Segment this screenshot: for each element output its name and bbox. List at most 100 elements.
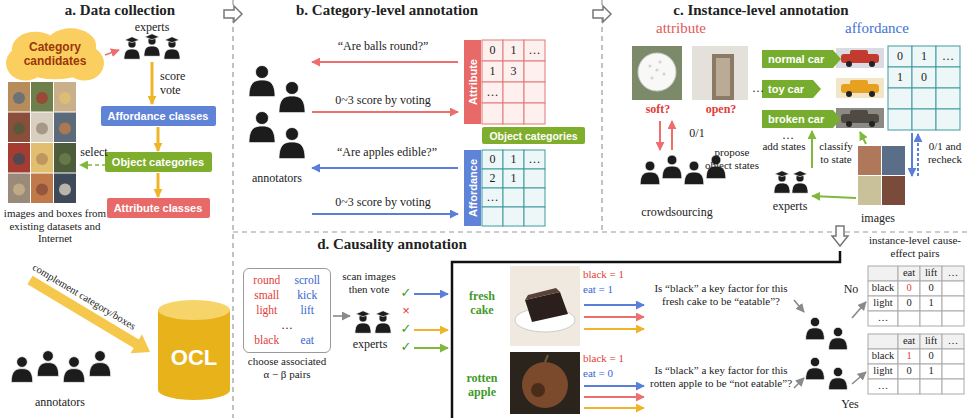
person-icon: [279, 81, 305, 112]
source-label: images and boxes from existing datasets …: [0, 207, 110, 245]
object-label: rotten apple: [456, 372, 508, 400]
arrow-line: [151, 62, 154, 104]
arrow-line: [794, 300, 804, 312]
grid-cell: [888, 88, 912, 109]
value-label: eat = 0: [583, 367, 647, 380]
grid-cell: [942, 349, 964, 364]
grid-cell: [524, 103, 545, 124]
grid-cell: [920, 349, 942, 364]
table-cell: …: [942, 267, 964, 279]
panel-divider: [232, 0, 233, 418]
arrow-line: [584, 407, 644, 409]
graduation-cap: [356, 311, 370, 317]
cylinder-top: [158, 300, 230, 320]
person-body: [37, 363, 59, 377]
node-text: Affordance classes: [108, 110, 209, 122]
question-text: soft?: [630, 103, 686, 117]
person-icon: [829, 367, 848, 390]
panel-title: d. Causality annotation: [272, 236, 512, 253]
table-cell: black: [868, 282, 898, 294]
grid-cell: [868, 311, 898, 326]
arrow-line: [312, 167, 458, 169]
person-head: [69, 357, 80, 368]
grid-cell: [898, 281, 920, 296]
person-body: [355, 323, 371, 333]
person-head: [833, 367, 842, 376]
image-detail: [36, 184, 48, 196]
question-text: “Are apples edible?”: [316, 146, 458, 160]
image-tile: [882, 176, 905, 205]
grid-cell: [936, 67, 960, 88]
question-text: Is “black” a key factor for this fresh c…: [650, 282, 792, 307]
class-box: Affordance classes: [101, 106, 216, 126]
grid-cell: [920, 334, 942, 349]
step-label: propose object states: [704, 146, 760, 171]
grid-cell: [503, 82, 524, 103]
person-body: [829, 378, 848, 390]
arrow-line: [852, 302, 866, 318]
grid-cell: [482, 103, 503, 124]
arrow-line: [584, 304, 644, 306]
image-tile: [31, 143, 53, 173]
table-cell: 1: [898, 350, 920, 362]
expert-icon: [375, 311, 391, 334]
grid-cell: [524, 82, 545, 103]
apple-photo: [510, 352, 580, 414]
tag-shape: [762, 50, 841, 68]
step-label: select: [76, 146, 112, 160]
arrow-line: [860, 132, 866, 144]
car-wheel: [869, 61, 875, 67]
arrow-line: [812, 196, 856, 198]
grid-cell: [920, 379, 942, 394]
grid-cell: [936, 88, 960, 109]
cloud-shape: Category candidates: [6, 26, 104, 84]
check-mark: ✓: [398, 286, 414, 301]
question-text: “Are balls round?”: [316, 40, 450, 54]
person-icon: [63, 357, 85, 383]
golf-ball-photo: [632, 46, 682, 100]
panel-divider: [233, 231, 968, 232]
arrow-line: [584, 385, 644, 387]
grid-cell: [524, 40, 545, 61]
person-head: [255, 111, 268, 124]
flow-arrow: [157, 127, 160, 151]
person-icon: [249, 111, 275, 142]
table-cell: 0: [920, 350, 942, 362]
node-text: round: [248, 273, 286, 288]
grid-cell: [482, 40, 503, 61]
step-label: scan images then vote: [336, 270, 402, 295]
matrix-cell: 1: [503, 44, 524, 58]
grid-cell: [898, 296, 920, 311]
expert-icon: [774, 171, 790, 194]
image-tile: [54, 113, 76, 143]
person-head: [43, 351, 54, 362]
arrow-line: [811, 131, 813, 168]
grid-cell: [503, 188, 524, 207]
complement-arrow: [27, 276, 150, 353]
grid-cell: [912, 109, 936, 130]
image-tile: [54, 143, 76, 173]
section-label: affordance: [822, 20, 932, 37]
matrix-cell: …: [524, 44, 545, 58]
arrow-line: [414, 329, 448, 331]
car-photo: [836, 78, 884, 98]
grid-cell: [912, 46, 936, 67]
table-cell: …: [868, 380, 898, 392]
person-icon: [89, 351, 111, 377]
state-tag: normal car: [762, 50, 841, 68]
car-roof: [850, 80, 868, 86]
step-label: 0~3 score by voting: [316, 94, 450, 108]
axis-bar: Affordance: [464, 150, 481, 226]
person-icon: [640, 161, 660, 185]
car-wheel: [869, 121, 875, 127]
grid-cell: [898, 266, 920, 281]
node-text: Object categories: [112, 156, 204, 168]
role-label: annotators: [10, 396, 110, 410]
grid-cell: [942, 364, 964, 379]
grid-cell: [898, 379, 920, 394]
image-tile: [54, 174, 76, 204]
expert-icon: [144, 34, 160, 57]
image-detail: [36, 123, 48, 135]
matrix-cell: 1: [503, 172, 524, 186]
image-tile: [882, 146, 905, 175]
